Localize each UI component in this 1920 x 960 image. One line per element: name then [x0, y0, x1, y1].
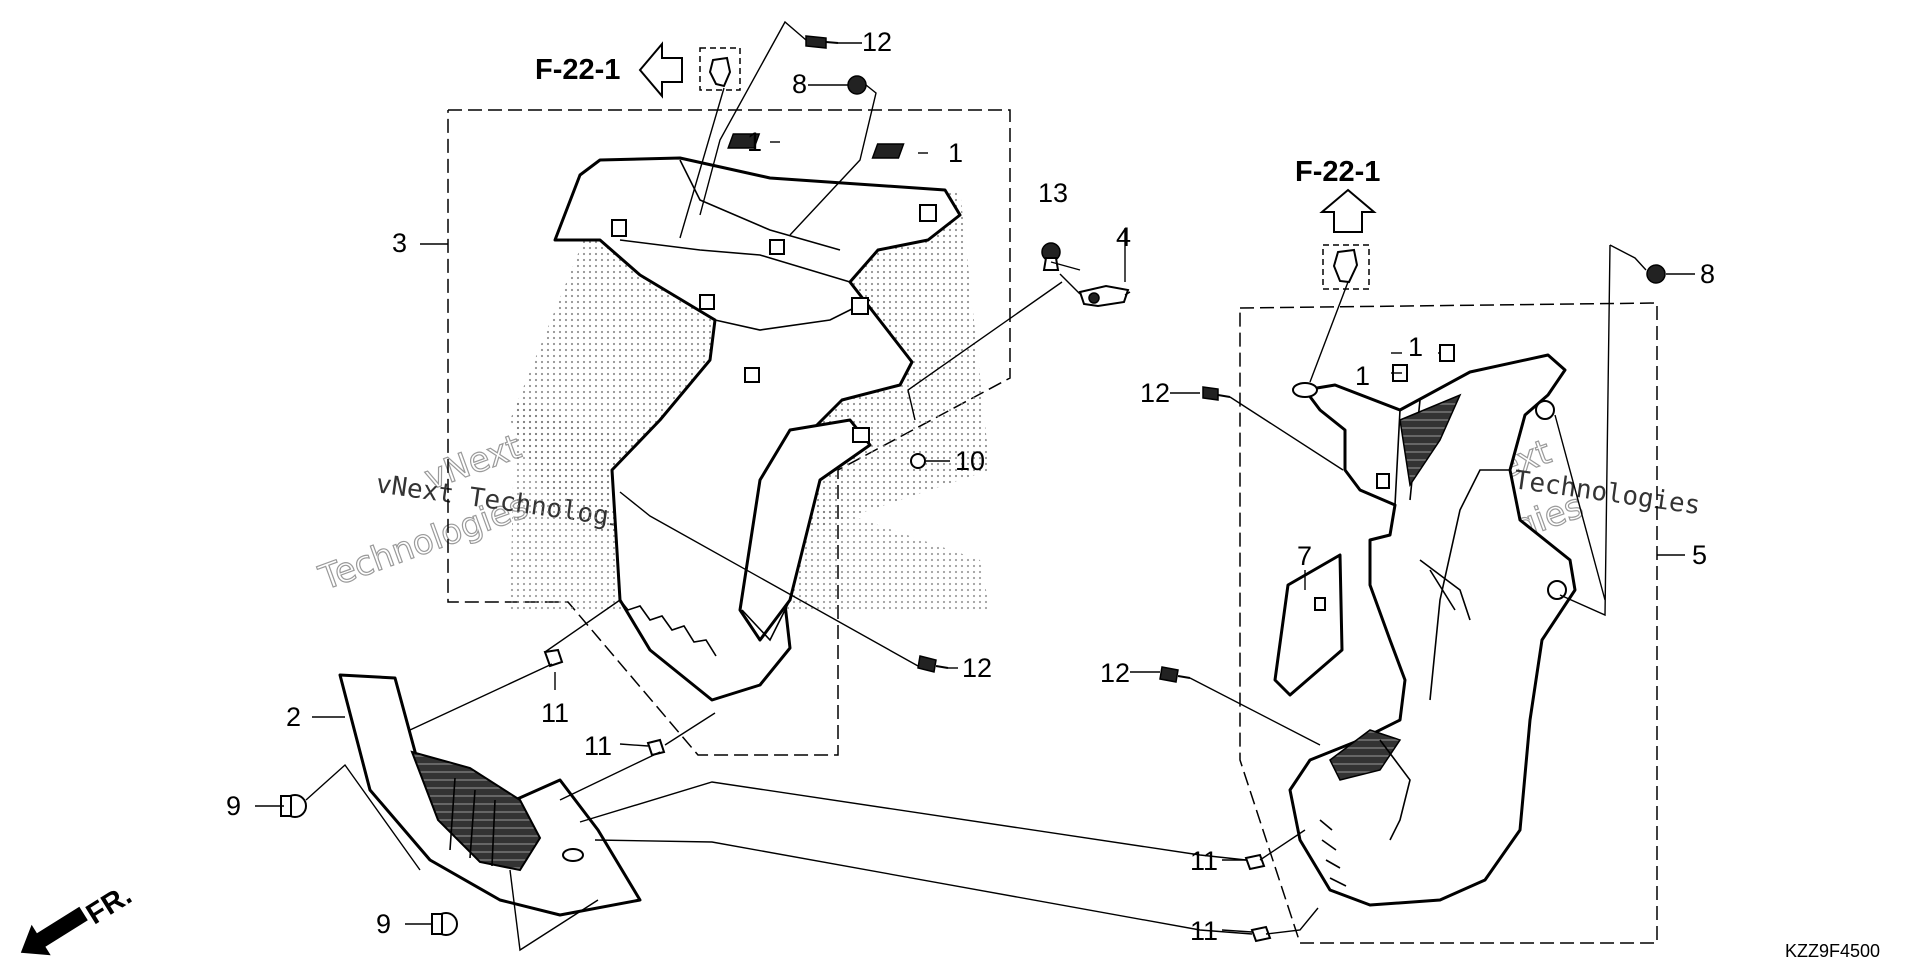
leader-lines	[255, 20, 1695, 952]
callout-12-right-lower: 12	[1100, 658, 1130, 688]
callout-1-right-a: 1	[1408, 332, 1423, 362]
callout-8-right: 8	[1700, 259, 1715, 289]
sticker-part-7	[1273, 553, 1344, 697]
callout-12-top: 12	[862, 27, 892, 57]
group-box-5	[1239, 302, 1658, 944]
ref-arrow-left	[638, 41, 683, 99]
callout-1-left-a: 1	[747, 127, 762, 157]
callout-8-top: 8	[792, 69, 807, 99]
front-direction-arrow	[20, 906, 88, 956]
ref-arrow-right	[1319, 188, 1377, 233]
callout-7: 7	[1297, 541, 1312, 571]
callout-12-mid: 12	[962, 653, 992, 683]
callout-11-left-b: 11	[584, 731, 612, 761]
callout-13: 13	[1038, 178, 1068, 208]
callout-9-lower: 9	[376, 909, 391, 939]
ref-label-right: F-22-1	[1295, 156, 1380, 188]
callout-4: 4	[1116, 222, 1131, 252]
diagram-code: KZZ9F4500	[1785, 941, 1880, 960]
ref-label-left: F-22-1	[535, 54, 620, 86]
callout-10: 10	[955, 446, 985, 476]
callout-11-left-a: 11	[541, 698, 569, 728]
decal-1c-shape	[1439, 344, 1455, 362]
callout-5: 5	[1692, 540, 1707, 570]
callout-1-left-b: 1	[948, 138, 963, 168]
callout-3: 3	[392, 228, 407, 258]
callouts: 12 8 1 1 3 13 4 10 12 11 11 2 9 9 12 12 …	[226, 27, 1715, 946]
hardware	[280, 35, 1666, 943]
callout-9-upper: 9	[226, 791, 241, 821]
group-box-3	[447, 109, 1011, 756]
sticker-mark	[1314, 597, 1326, 611]
callout-12-right-upper: 12	[1140, 378, 1170, 408]
callout-11-right-b: 11	[1190, 916, 1218, 946]
callout-1-right-b: 1	[1355, 361, 1370, 391]
inner-cover-right	[1288, 353, 1577, 907]
front-marker-label: FR.	[81, 879, 138, 931]
inner-cover-left	[510, 133, 990, 702]
front-lower-cover	[338, 673, 642, 917]
callout-11-right-a: 11	[1190, 846, 1218, 876]
callout-2: 2	[286, 702, 301, 732]
